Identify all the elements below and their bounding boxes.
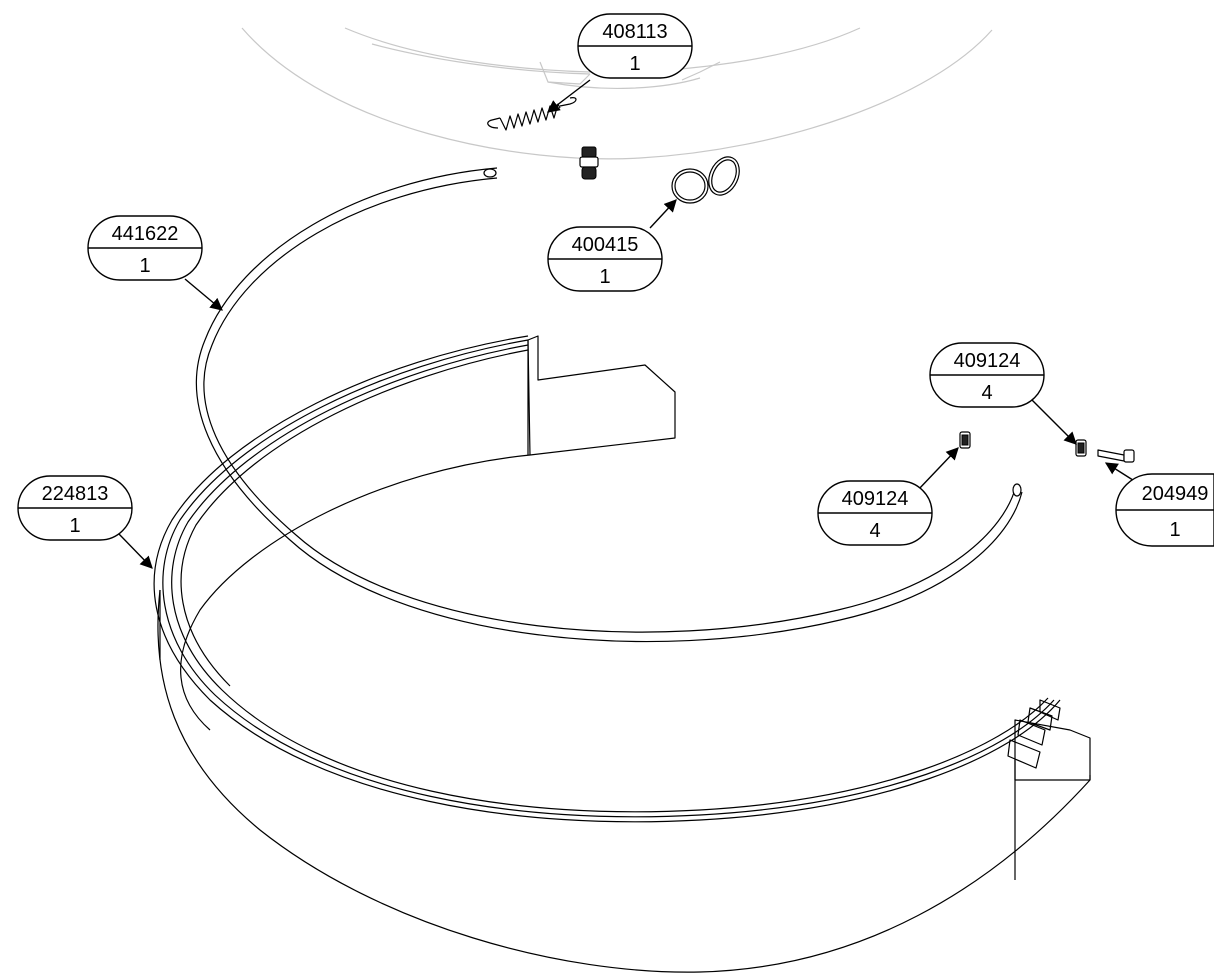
extension-spring xyxy=(487,97,577,131)
part-number-label: 400415 xyxy=(572,234,639,256)
callout-409124-lower: 409124 4 xyxy=(817,480,933,546)
callout-204949: 204949 1 xyxy=(1115,473,1214,547)
quantity-label: 1 xyxy=(139,255,150,277)
fastener-nut-right xyxy=(1075,439,1087,457)
quantity-label: 1 xyxy=(629,53,640,75)
fastener-nut-left xyxy=(959,431,971,449)
lower-shroud xyxy=(153,335,1091,973)
part-number-label: 408113 xyxy=(602,21,667,43)
part-number-label: 204949 xyxy=(1142,483,1209,505)
clamp-band xyxy=(195,167,1023,643)
part-number-label: 224813 xyxy=(42,483,109,505)
hex-nut-assembly xyxy=(579,146,599,180)
part-number-label: 409124 xyxy=(954,350,1021,372)
leader-lines xyxy=(117,79,1137,569)
quantity-label: 4 xyxy=(869,520,880,542)
part-number-label: 409124 xyxy=(842,488,909,510)
callout-409124-upper: 409124 4 xyxy=(929,342,1045,408)
ghost-upper-housing xyxy=(241,27,993,160)
callout-224813: 224813 1 xyxy=(17,475,133,541)
quantity-label: 1 xyxy=(599,266,610,288)
quantity-label: 4 xyxy=(981,382,992,404)
callout-408113: 408113 1 xyxy=(577,13,693,79)
quantity-label: 1 xyxy=(1169,519,1180,541)
callout-400415: 400415 1 xyxy=(547,226,663,292)
clip-rings xyxy=(671,156,740,204)
part-number-label: 441622 xyxy=(112,223,179,245)
quantity-label: 1 xyxy=(69,515,80,537)
callout-441622: 441622 1 xyxy=(87,215,203,281)
fastener-bolt xyxy=(1097,449,1135,463)
